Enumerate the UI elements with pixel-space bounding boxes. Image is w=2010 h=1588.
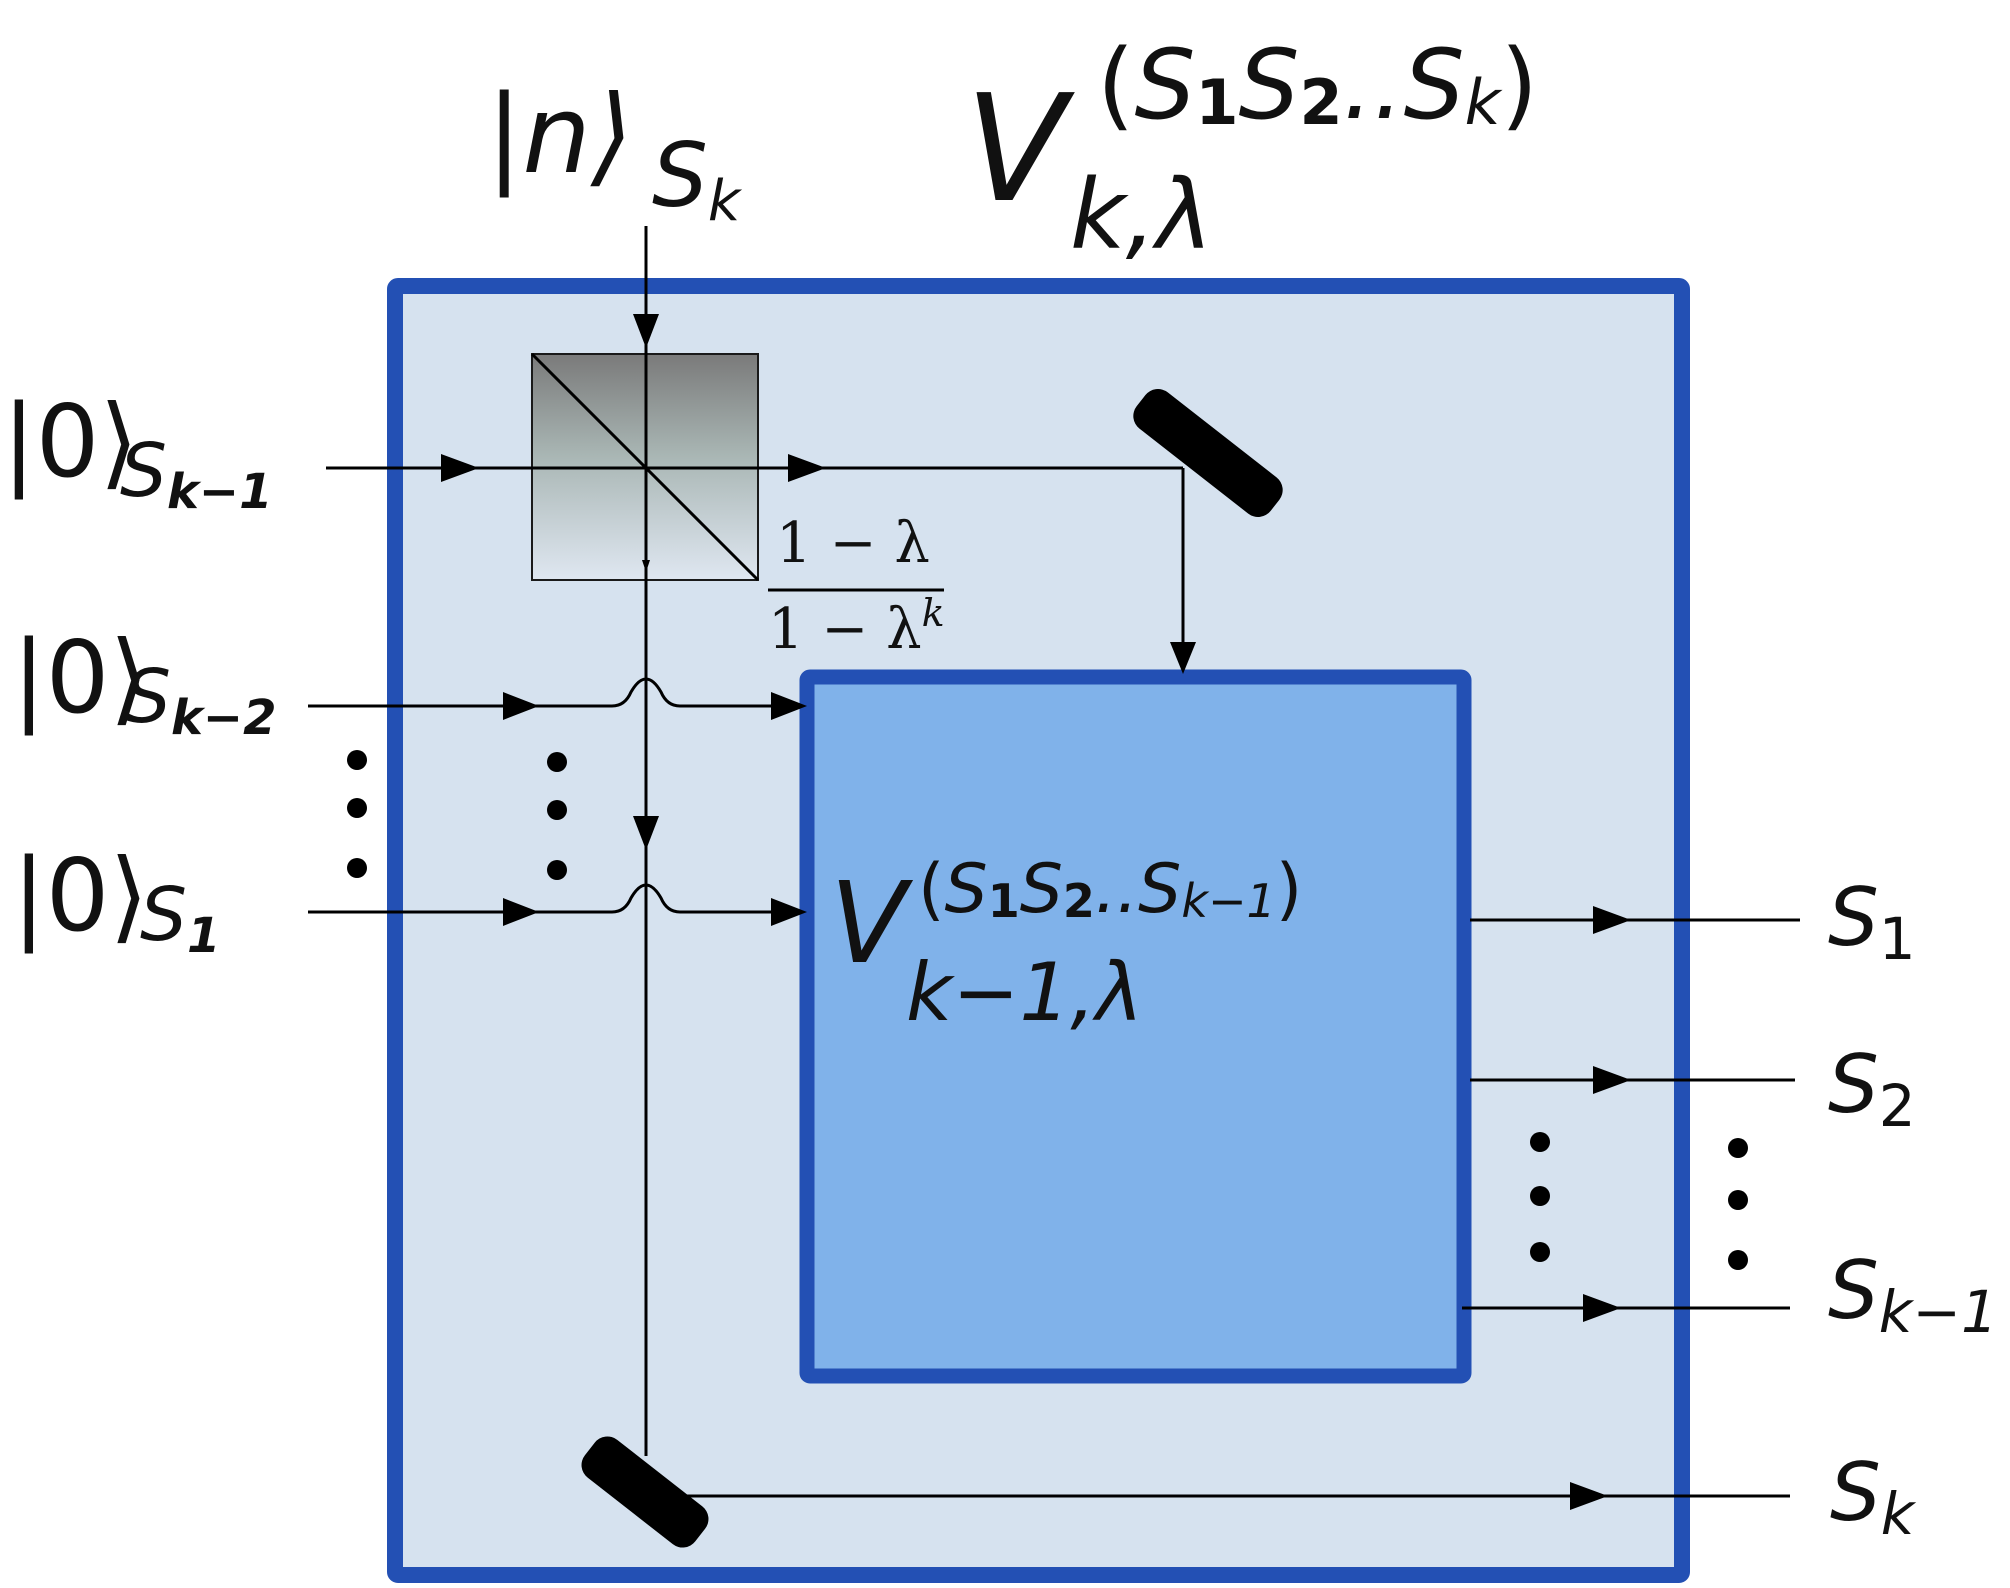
top-mirror	[1133, 389, 1283, 517]
input-mode: S1	[140, 872, 220, 964]
arrowheads	[441, 314, 1631, 1510]
outer-operator-subscript: k,λ	[1070, 159, 1213, 271]
arrowhead	[1593, 906, 1631, 934]
arrowhead	[633, 816, 659, 850]
arrowhead	[1170, 642, 1196, 674]
arrowhead	[1570, 1482, 1608, 1510]
output-label-s-k: Sk	[1830, 1446, 1917, 1548]
input-ket: |0⟩	[12, 837, 148, 954]
top-input-label: |n⟩ Sk	[486, 73, 743, 234]
arrowhead	[771, 898, 807, 926]
arrowhead	[771, 692, 807, 720]
arrowhead	[642, 560, 650, 572]
input-label-s-1: |0⟩ S1	[12, 837, 220, 964]
arrowhead	[1593, 1066, 1631, 1094]
output-label-s-1: S1	[1828, 871, 1916, 973]
top-input-ket: |n⟩	[486, 73, 633, 198]
ratio-denominator: 1 − λk	[768, 591, 945, 662]
arrowhead	[633, 314, 659, 348]
input-ket: |0⟩	[2, 383, 138, 500]
inner-operator-symbol: V	[830, 859, 914, 989]
arrowhead	[503, 692, 539, 720]
beamsplitter-ratio: 1 − λ 1 − λk	[768, 511, 945, 662]
input-label-s-k-minus-2: |0⟩ Sk−2	[12, 619, 277, 746]
outer-operator-symbol: V	[965, 63, 1075, 235]
input-mode: Sk−2	[124, 654, 277, 746]
input-mode: Sk−1	[120, 428, 273, 520]
top-input-mode: Sk	[652, 124, 743, 234]
ellipsis-dots	[347, 750, 1748, 1270]
arrowhead	[1583, 1294, 1621, 1322]
output-label-s-k-minus-1: Sk−1	[1828, 1244, 1998, 1346]
inner-operator-box	[799, 669, 1472, 1384]
ratio-numerator: 1 − λ	[776, 511, 930, 576]
arrowhead	[503, 898, 539, 926]
arrowhead	[441, 454, 479, 482]
inner-operator-label: V k−1,λ (S1S2..Sk−1)	[830, 850, 1302, 1039]
bottom-mirror	[581, 1436, 709, 1548]
input-ket: |0⟩	[12, 619, 148, 736]
arrowhead	[788, 454, 826, 482]
inner-operator-subscript: k−1,λ	[906, 946, 1143, 1039]
input-label-s-k-minus-1: |0⟩ Sk−1	[2, 383, 273, 520]
outer-operator-superscript: (S1S2..Sk)	[1097, 29, 1538, 141]
output-label-s-2: S2	[1828, 1038, 1916, 1140]
outer-operator-label: V k,λ (S1S2..Sk)	[965, 29, 1538, 271]
inner-operator-superscript: (S1S2..Sk−1)	[918, 850, 1302, 929]
